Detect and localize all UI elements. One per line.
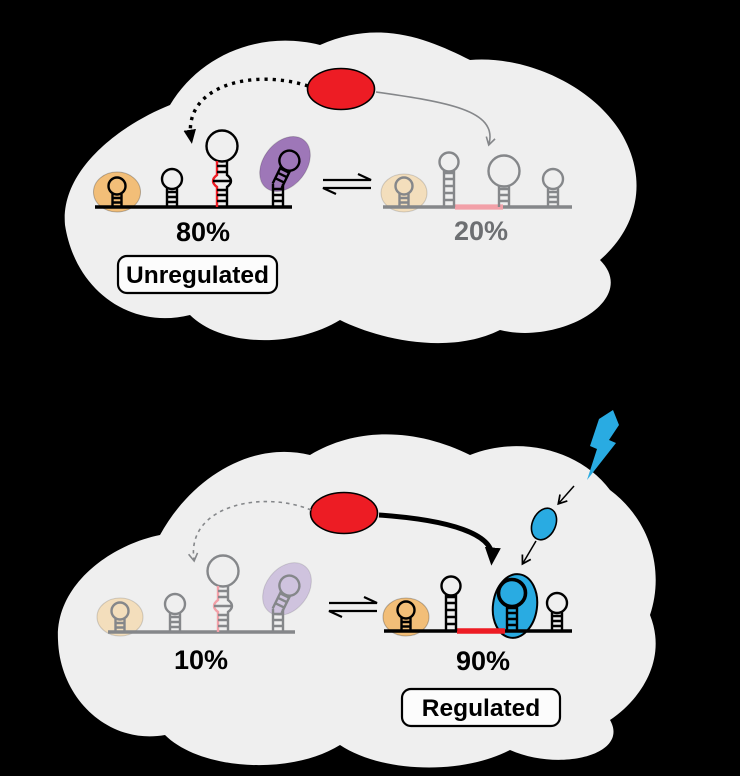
polymerase-protein-bottom [309, 491, 379, 535]
state-badge-regulated: Regulated [400, 687, 562, 728]
cell-blob-bottom [57, 434, 656, 768]
orange-protein-top-left [93, 171, 141, 213]
mrna-bound-bottom [382, 573, 572, 639]
panel-unregulated: 80% 20% Unregulated [64, 32, 637, 344]
blue-ligand [530, 507, 558, 541]
mrna-unfolded-top [380, 151, 572, 213]
arrow-ligand-to-mrna [521, 540, 537, 566]
purple-protein-top [259, 136, 311, 192]
orange-protein-top-right [380, 173, 428, 213]
state-label-top: Unregulated [126, 262, 269, 289]
thin-arrow-to-unfolded-mrna [375, 91, 496, 147]
dotted-arrow-to-folded-mrna [183, 77, 309, 144]
orange-protein-bottom-left [96, 597, 144, 637]
unfolded-percentage-top: 20% [454, 216, 508, 246]
folded-percentage-top: 80% [176, 217, 230, 247]
equilibrium-arrows-top [322, 173, 372, 195]
mrna-folded-bottom-faded [96, 554, 312, 637]
state-label-bottom: Regulated [422, 695, 540, 722]
folded-percentage-bottom: 10% [174, 645, 228, 675]
mrna-folded-top [93, 129, 311, 213]
state-badge-unregulated: Unregulated [116, 254, 279, 295]
orange-protein-bottom-right [382, 597, 430, 637]
equilibrium-arrows-bottom [328, 596, 378, 618]
panel-regulated: 10% 90% Regulated [57, 410, 656, 768]
thick-arrow-to-bound-mrna [378, 512, 501, 566]
bound-percentage-bottom: 90% [456, 646, 510, 676]
state-box-top [116, 254, 279, 295]
polymerase-protein-top [306, 67, 376, 111]
arrow-bolt-to-ligand [557, 485, 575, 506]
lightning-bolt-icon [587, 410, 619, 480]
state-box-bottom [400, 687, 562, 728]
